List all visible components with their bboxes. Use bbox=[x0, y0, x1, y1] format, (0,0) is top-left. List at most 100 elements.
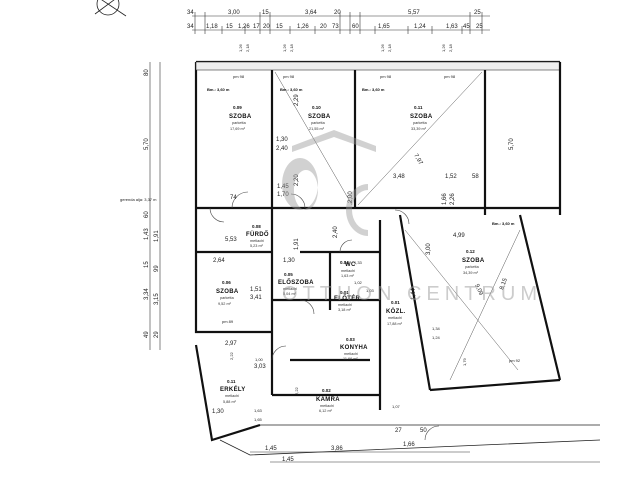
window-label-1: pm 98 bbox=[233, 74, 245, 79]
idim-37: 3,03 bbox=[254, 364, 266, 370]
height-label-3: Bm.: 3,60 m bbox=[362, 87, 385, 92]
bottom-dim-6: 27 bbox=[395, 428, 402, 434]
idim-2: 2,40 bbox=[276, 146, 288, 152]
top-dim-7: 25 bbox=[474, 10, 481, 16]
room-name: ERKÉLY bbox=[220, 385, 246, 393]
room-0.08: 0.08 FÜRDŐ metlachi 5,23 m² bbox=[246, 224, 269, 248]
top-dim2-6: 20 bbox=[263, 24, 270, 30]
room-floor: parketta bbox=[413, 121, 428, 125]
idim-35: 2,22 bbox=[229, 351, 234, 360]
room-area: 34,39 m² bbox=[463, 271, 479, 275]
top-dim-1: 34 bbox=[187, 10, 194, 16]
idim-41: 1,07 bbox=[392, 404, 401, 409]
room-number: 0.05 bbox=[284, 272, 293, 277]
idim-10: 1,52 bbox=[445, 174, 457, 180]
idim-36: 1,00 bbox=[255, 357, 264, 362]
left-dim-8: 3,34 bbox=[144, 288, 150, 300]
idim-17: 3,00 bbox=[426, 243, 432, 255]
left-dim-2: 5,70 bbox=[144, 138, 150, 150]
idim-23: 1,51 bbox=[250, 287, 262, 293]
win-dim-2: 2,18 bbox=[245, 43, 250, 52]
room-area: 9,52 m² bbox=[218, 302, 232, 306]
win-dim-6: 2,18 bbox=[387, 43, 392, 52]
height-label-4: Bm.: 3,60 m bbox=[492, 221, 515, 226]
doors bbox=[209, 191, 440, 441]
room-floor: parketta bbox=[232, 121, 247, 125]
window-label-4: pm 98 bbox=[444, 74, 456, 79]
room-name: KÖZL. bbox=[386, 308, 406, 315]
room-number: 0.12 bbox=[466, 249, 475, 254]
room-name: ELŐSZOBA bbox=[278, 279, 314, 286]
window-labels: pm 98 pm 98 pm 98 pm 98 pm 89 pm 92 bbox=[222, 74, 521, 363]
room-name: SZOBA bbox=[410, 114, 433, 120]
room-floor: parketta bbox=[311, 121, 326, 125]
left-dim-3: 60 bbox=[144, 211, 150, 218]
room-area: 5,23 m² bbox=[250, 244, 264, 248]
room-floor: metlachi bbox=[388, 316, 402, 320]
top-dim2-8: 1,26 bbox=[297, 24, 309, 30]
room-area: 5,04 m² bbox=[283, 292, 297, 296]
idim-19: 9,09 bbox=[473, 283, 484, 297]
window-dimensions: 1,26 2,18 1,26 2,18 1,26 2,18 1,26 2,18 bbox=[238, 43, 453, 52]
idim-29: 1,02 bbox=[354, 280, 363, 285]
room-number: 0.10 bbox=[312, 105, 321, 110]
room-0.03: 0.03 KONYHA metlachi 11,66 m² bbox=[340, 337, 368, 361]
bottom-dim-1: 1,45 bbox=[265, 446, 277, 452]
room-number: 0.11 bbox=[414, 105, 423, 110]
beam-height-label: gerenda alja: 3,37 m bbox=[120, 197, 157, 202]
idim-8: 5,53 bbox=[225, 237, 237, 243]
idim-15: 1,66 bbox=[442, 193, 448, 205]
room-0.11-erkely: 0.11 ERKÉLY metlachi 5,88 m² bbox=[220, 379, 246, 404]
idim-34: 2,97 bbox=[225, 341, 237, 347]
win-dim-7: 1,26 bbox=[441, 43, 446, 52]
room-0.01-eloter: 0.01 ELŐTÉR metlachi 3,18 m² bbox=[334, 290, 361, 312]
top-dim2-12: 1,65 bbox=[378, 24, 390, 30]
room-0.05: 0.05 ELŐSZOBA metlachi 5,04 m² bbox=[278, 272, 314, 296]
top-dim2-10: 73 bbox=[332, 24, 339, 30]
room-area: 21,55 m² bbox=[309, 127, 325, 131]
room-floor: metlachi bbox=[283, 287, 297, 291]
idim-30: 1,03 bbox=[366, 288, 375, 293]
left-dim-10: 49 bbox=[144, 331, 150, 338]
room-number: 0.06 bbox=[222, 280, 231, 285]
top-dim2-16: 25 bbox=[476, 24, 483, 30]
top-dim2-7: 15 bbox=[276, 24, 283, 30]
window-label-3: pm 98 bbox=[380, 74, 392, 79]
height-label-2: Bm.: 3,60 m bbox=[280, 87, 303, 92]
idim-7: 2,20 bbox=[294, 174, 300, 186]
left-dim-11: 29 bbox=[154, 331, 160, 338]
room-floor: parketta bbox=[220, 296, 235, 300]
idim-40: 1,65 bbox=[254, 417, 263, 422]
room-floor: metlachi bbox=[344, 352, 358, 356]
top-dim2-1: 34 bbox=[187, 24, 194, 30]
room-area: 17,88 m² bbox=[387, 322, 403, 326]
room-name: ELŐTÉR bbox=[334, 294, 361, 302]
window-label-2: pm 98 bbox=[283, 74, 295, 79]
room-0.09: 0.09 SZOBA parketta 17,69 m² bbox=[229, 105, 252, 131]
room-number: 0.01 bbox=[391, 300, 400, 305]
idim-33: 1,79 bbox=[462, 357, 467, 366]
idim-3: 2,29 bbox=[294, 94, 300, 106]
room-0.12: 0.12 SZOBA parketta 34,39 m² bbox=[462, 249, 485, 275]
idim-38: 2,22 bbox=[294, 386, 299, 395]
room-0.01-kozl: 0.01 KÖZL. metlachi 17,88 m² bbox=[386, 300, 406, 326]
idim-20: 4,99 bbox=[453, 233, 465, 239]
bottom-dim-3: 3,86 bbox=[331, 446, 343, 452]
idim-13: 5,70 bbox=[509, 138, 515, 150]
room-area: 6,12 m² bbox=[319, 409, 333, 413]
room-area: 17,69 m² bbox=[230, 127, 246, 131]
room-0.10: 0.10 SZOBA parketta 21,55 m² bbox=[308, 105, 331, 131]
top-dim-3: 15 bbox=[262, 10, 269, 16]
idim-22: 2,64 bbox=[213, 258, 225, 264]
left-dim-5: 1,91 bbox=[154, 230, 160, 242]
idim-9: 3,48 bbox=[393, 174, 405, 180]
room-floor: metlachi bbox=[225, 394, 239, 398]
idim-11: 58 bbox=[472, 174, 479, 180]
bottom-dim-4: 1,45 bbox=[282, 457, 294, 463]
room-number: 0.01 bbox=[340, 290, 349, 295]
room-0.04: 0.04 WC metlachi 1,63 m² bbox=[340, 260, 356, 278]
idim-4: 1,45 bbox=[277, 184, 289, 190]
idim-12: 7,97 bbox=[412, 153, 423, 167]
room-area: 3,18 m² bbox=[338, 308, 352, 312]
idim-24: 3,41 bbox=[250, 295, 262, 301]
